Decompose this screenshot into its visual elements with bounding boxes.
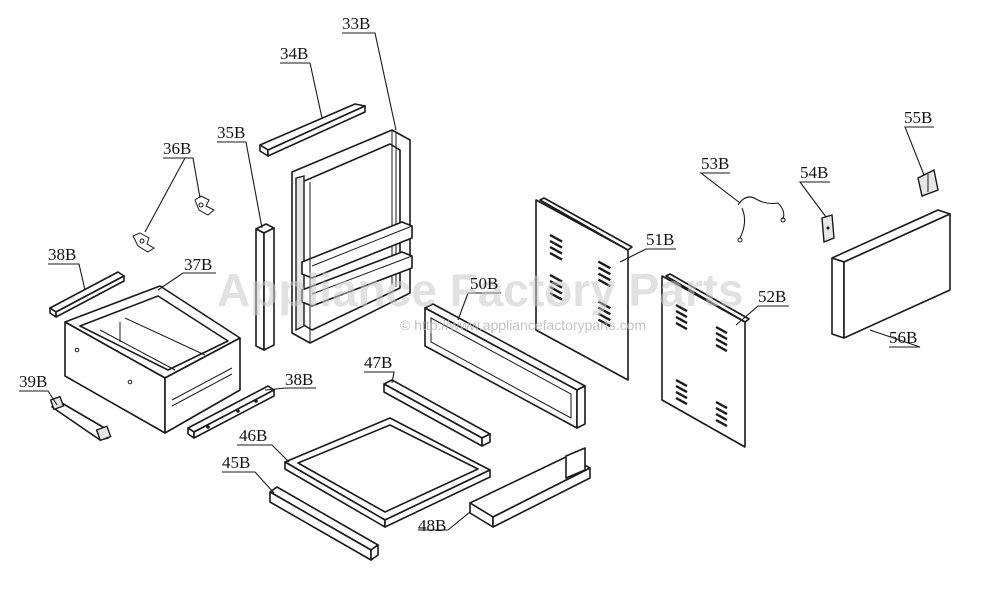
part-38b-slide-rails (49, 271, 275, 439)
vent-slots-52b (675, 303, 728, 428)
label-38b-lower: 38B (285, 370, 313, 389)
label-54b: 54B (800, 163, 828, 182)
part-53b-wire-harness (737, 196, 786, 243)
vent-slot (597, 278, 611, 288)
label-33b: 33B (342, 14, 370, 33)
vent-slot (675, 390, 688, 400)
label-50b: 50B (470, 274, 498, 293)
vent-slot (675, 384, 688, 394)
part-54b-clip (821, 214, 835, 244)
label-51b: 51B (646, 230, 674, 249)
vent-slot (597, 306, 611, 316)
vent-slot (675, 303, 688, 313)
vent-slot (715, 325, 728, 335)
part-47b-support-bar (383, 379, 491, 447)
label-46b: 46B (239, 426, 267, 445)
label-35b: 35B (217, 123, 245, 142)
vent-slot (715, 331, 728, 341)
part-35b-side-post (255, 223, 275, 351)
vent-slot (549, 285, 563, 295)
part-39b-handle (49, 395, 112, 442)
vent-slot (675, 321, 688, 331)
part-45b-kick-board (269, 486, 379, 561)
vent-slot (715, 337, 728, 347)
label-36b: 36B (163, 139, 191, 158)
vent-slots-51b (549, 233, 611, 328)
label-48b: 48B (418, 516, 446, 535)
vent-slot (549, 239, 563, 249)
label-38b-upper: 38B (48, 245, 76, 264)
part-55b-hinge (917, 168, 939, 197)
label-34b: 34B (280, 44, 308, 63)
vent-slot (597, 266, 611, 276)
vent-slot (675, 315, 688, 325)
label-47b: 47B (364, 353, 392, 372)
vent-slot (549, 279, 563, 289)
label-37b: 37B (184, 255, 212, 274)
part-36b-brackets (132, 195, 215, 253)
vent-slot (549, 251, 563, 261)
vent-slot (675, 378, 688, 388)
watermark-subtitle: © http://www.appliancefactoryparts.com (400, 317, 646, 333)
vent-slot (597, 300, 611, 310)
vent-slot (597, 318, 611, 328)
label-39b: 39B (19, 372, 47, 391)
vent-slot (715, 418, 728, 428)
label-45b: 45B (222, 453, 250, 472)
part-56b-door-panel (831, 209, 951, 339)
part-46b-base-frame (284, 417, 491, 528)
part-33b-front-frame (291, 129, 413, 344)
vent-slot (675, 309, 688, 319)
part-50b-rear-strip (424, 303, 586, 429)
part-37b-drawer-box (64, 285, 241, 434)
leader-lines (19, 32, 934, 531)
label-55b: 55B (904, 108, 932, 127)
vent-slot (597, 312, 611, 322)
vent-slot (715, 412, 728, 422)
part-51b-side-panel (535, 197, 633, 381)
part-52b-side-panel (661, 273, 750, 448)
vent-slot (549, 233, 563, 243)
vent-slot (715, 406, 728, 416)
part-34b-top-panel (259, 103, 366, 157)
label-53b: 53B (701, 154, 729, 173)
vent-slot (597, 272, 611, 282)
vent-slot (549, 291, 563, 301)
part-48b-tray-bracket (469, 447, 591, 528)
label-52b: 52B (758, 287, 786, 306)
label-56b: 56B (889, 328, 917, 347)
vent-slot (715, 343, 728, 353)
vent-slot (549, 273, 563, 283)
vent-slot (549, 245, 563, 255)
vent-slot (715, 400, 728, 410)
watermark-title: Appliance Factory Parts (217, 264, 744, 316)
vent-slot (597, 260, 611, 270)
vent-slot (675, 396, 688, 406)
